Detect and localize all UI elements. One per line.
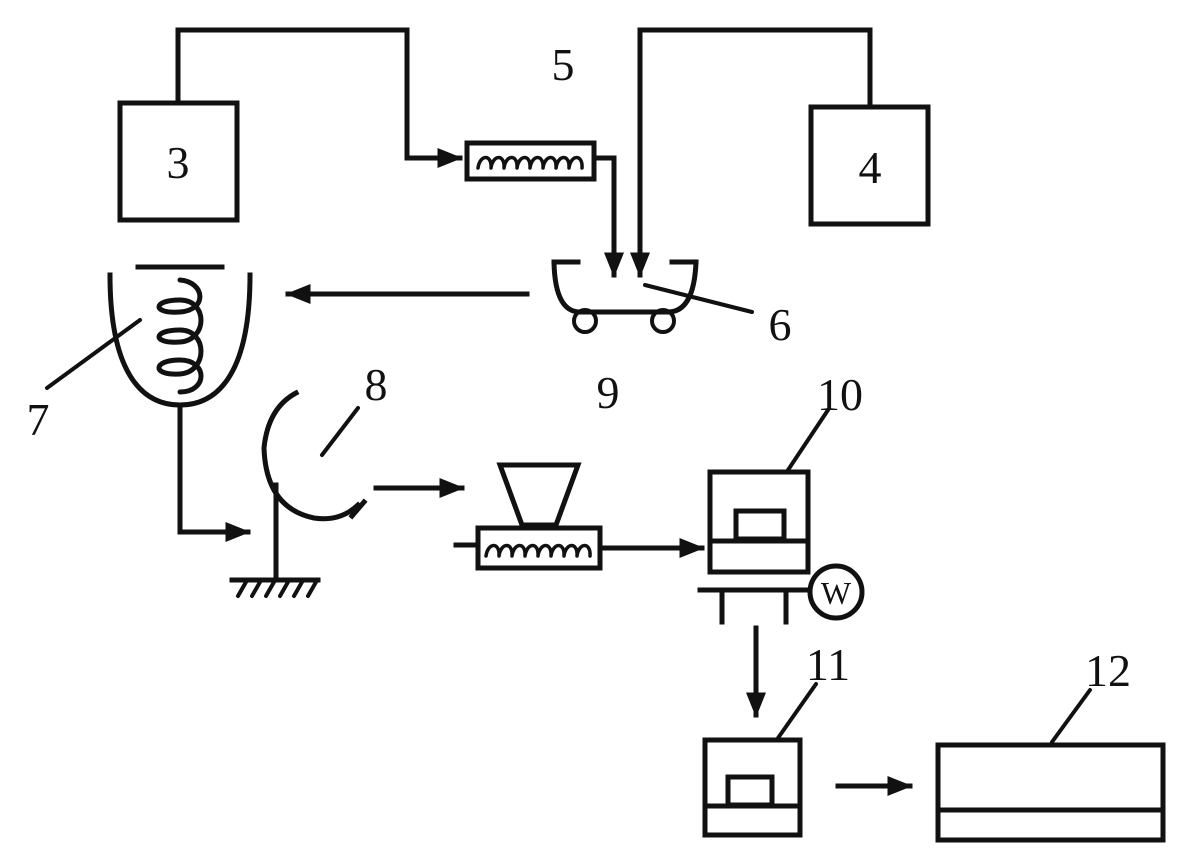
unit-7-reactor: 7 [27,264,253,445]
unit-3-box: 3 [117,100,240,223]
unit-4-box: 4 [808,104,931,227]
line-4-to-6 [630,27,873,278]
unit-12-product: 12 [935,645,1166,843]
unit-5-heater: 5 [464,39,597,182]
unit-11-mold: 11 [702,639,850,838]
line-3-to-5 [175,27,463,168]
line-7-to-8 [177,402,251,542]
line-5-to-6 [591,155,624,278]
unit-8-separator: 8 [229,359,388,598]
unit-9-extruder: 9 [453,367,620,571]
unit-4-label: 4 [859,142,882,193]
unit-3-label: 3 [167,137,190,188]
unit-11-label: 11 [806,639,850,690]
unit-6-vessel: 6 [551,259,792,350]
unit-9-label: 9 [597,367,620,418]
unit-10-label: 10 [817,369,863,420]
unit-5-label: 5 [552,39,575,90]
unit-6-label: 6 [769,299,792,350]
weighing-scale-symbol: W [821,575,852,611]
unit-8-label: 8 [365,359,388,410]
unit-10-press: W 10 [697,369,865,625]
unit-12-label: 12 [1085,645,1131,696]
unit-7-label: 7 [27,394,50,445]
